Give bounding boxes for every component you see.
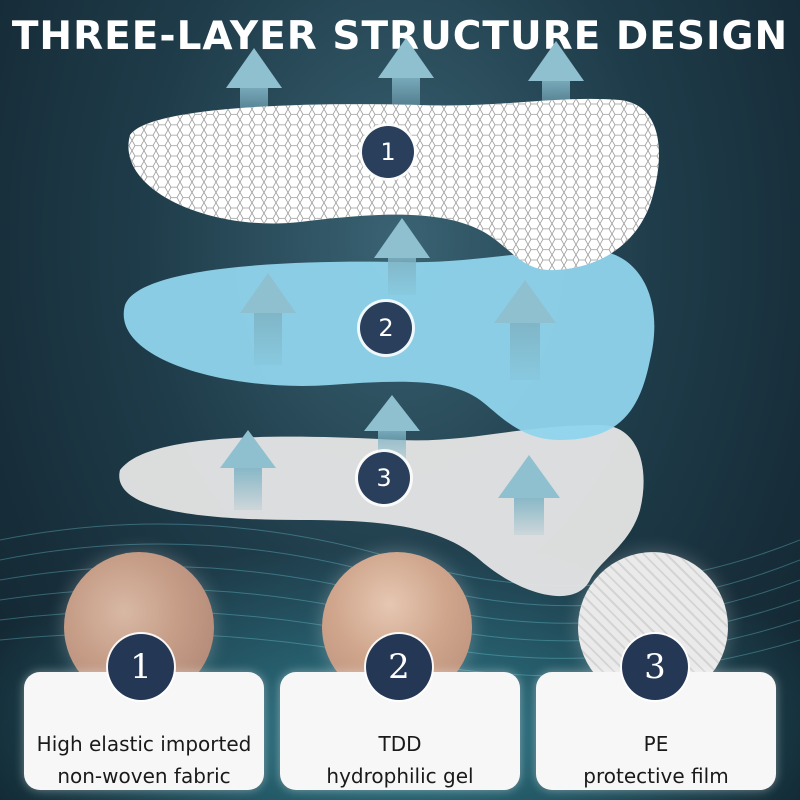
up-arrow-icon bbox=[374, 218, 430, 295]
hexagon-mesh-pattern bbox=[128, 98, 659, 271]
card-2-line2: hydrophilic gel bbox=[326, 764, 474, 788]
up-arrow-icon bbox=[240, 273, 296, 365]
material-card-3: PE protective film bbox=[536, 672, 776, 790]
up-arrow-icon bbox=[494, 280, 556, 380]
card-3-line1: PE bbox=[643, 732, 669, 756]
card-3-badge: 3 bbox=[622, 634, 688, 700]
layer-2-badge: 2 bbox=[360, 302, 412, 354]
up-arrow-icon bbox=[220, 430, 276, 510]
up-arrow-icon bbox=[498, 455, 560, 535]
layer-1-badge: 1 bbox=[362, 126, 414, 178]
card-3-line2: protective film bbox=[583, 764, 729, 788]
layer-3-badge: 3 bbox=[358, 452, 410, 504]
card-1-line1: High elastic imported bbox=[36, 732, 252, 756]
card-1-line2: non-woven fabric bbox=[57, 764, 231, 788]
card-1-badge: 1 bbox=[108, 634, 174, 700]
card-2-line1: TDD bbox=[378, 732, 422, 756]
card-2-badge: 2 bbox=[366, 634, 432, 700]
